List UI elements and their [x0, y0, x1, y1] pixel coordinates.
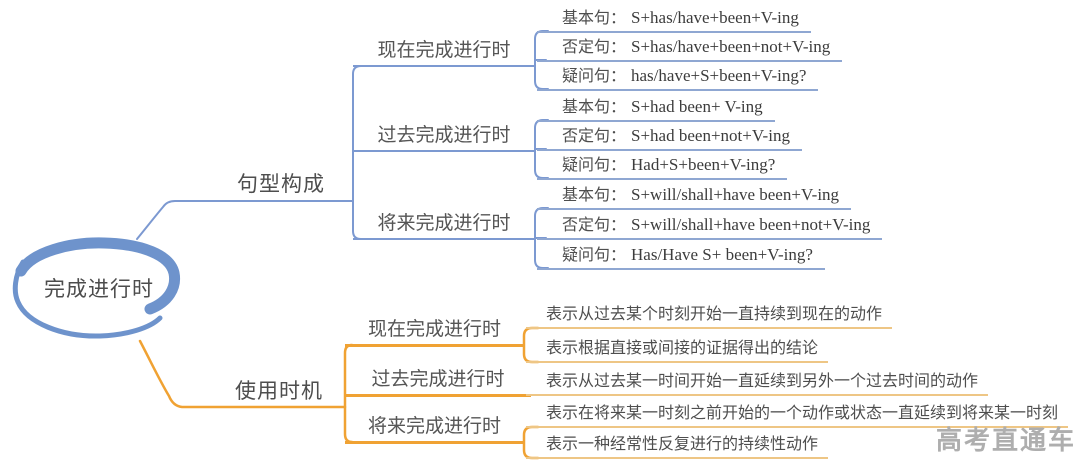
leaf-node: 疑问句：has/have+S+been+V-ing? — [537, 66, 819, 91]
leaf-tag: 疑问句： — [562, 68, 627, 85]
leaf-tag: 疑问句： — [562, 247, 627, 264]
leaf-formula: S+had been+ V-ing — [631, 97, 763, 116]
leaf-text: 表示一种经常性反复进行的持续性动作 — [546, 436, 819, 453]
leaf-node: 否定句：S+has/have+been+not+V-ing — [537, 37, 843, 62]
leaf-node: 表示根据直接或间接的证据得出的结论 — [526, 339, 829, 363]
group-past-perfect-progressive: 过去完成进行时 — [353, 124, 535, 152]
usage-group-future: 将来完成进行时 — [345, 415, 524, 444]
leaf-node: 基本句：S+has/have+been+V-ing — [537, 8, 811, 33]
leaf-node: 疑问句：Had+S+been+V-ing? — [537, 155, 788, 180]
leaf-node: 否定句：S+will/shall+have been+not+V-ing — [537, 215, 883, 240]
leaf-node: 表示一种经常性反复进行的持续性动作 — [526, 435, 829, 459]
group-present-perfect-progressive: 现在完成进行时 — [353, 39, 535, 67]
leaf-formula: S+will/shall+have been+V-ing — [631, 185, 840, 204]
leaf-formula: S+will/shall+have been+not+V-ing — [631, 215, 871, 234]
leaf-formula: S+had been+not+V-ing — [631, 126, 790, 145]
leaf-node: 表示从过去某一时间开始一直延续到另外一个过去时间的动作 — [526, 372, 989, 396]
leaf-node: 表示在将来某一时刻之前开始的一个动作或状态一直延续到将来某一时刻 — [526, 404, 1069, 428]
leaf-tag: 否定句： — [562, 39, 627, 56]
usage-group-past: 过去完成进行时 — [345, 368, 531, 397]
leaf-text: 表示从过去某一时间开始一直延续到另外一个过去时间的动作 — [546, 373, 979, 390]
central-topic: 完成进行时 — [44, 277, 154, 301]
branch-label-usage: 使用时机 — [235, 379, 323, 403]
leaf-formula: S+has/have+been+V-ing — [631, 8, 799, 27]
leaf-text: 表示从过去某个时刻开始一直持续到现在的动作 — [546, 306, 883, 323]
leaf-formula: S+has/have+been+not+V-ing — [631, 37, 831, 56]
watermark: 高考直通车 — [936, 425, 1077, 455]
usage-group-present: 现在完成进行时 — [345, 318, 524, 347]
central-topic-ellipse — [12, 237, 181, 339]
branch-label-sentence-structure: 句型构成 — [237, 172, 325, 196]
leaf-text: 表示根据直接或间接的证据得出的结论 — [546, 340, 819, 357]
leaf-tag: 基本句： — [562, 187, 627, 204]
leaf-tag: 否定句： — [562, 128, 627, 145]
leaf-tag: 疑问句： — [562, 157, 627, 174]
leaf-tag: 基本句： — [562, 99, 627, 116]
leaf-node: 表示从过去某个时刻开始一直持续到现在的动作 — [526, 305, 893, 329]
leaf-node: 否定句：S+had been+not+V-ing — [537, 126, 802, 151]
group-future-perfect-progressive: 将来完成进行时 — [353, 212, 535, 240]
leaf-formula: has/have+S+been+V-ing? — [631, 66, 807, 85]
leaf-node: 基本句：S+had been+ V-ing — [537, 97, 775, 122]
leaf-tag: 否定句： — [562, 217, 627, 234]
leaf-formula: Had+S+been+V-ing? — [631, 155, 776, 174]
leaf-formula: Has/Have S+ been+V-ing? — [631, 245, 813, 264]
leaf-tag: 基本句： — [562, 10, 627, 27]
leaf-node: 基本句：S+will/shall+have been+V-ing — [537, 185, 852, 210]
leaf-node: 疑问句：Has/Have S+ been+V-ing? — [537, 245, 825, 270]
leaf-text: 表示在将来某一时刻之前开始的一个动作或状态一直延续到将来某一时刻 — [546, 405, 1059, 422]
